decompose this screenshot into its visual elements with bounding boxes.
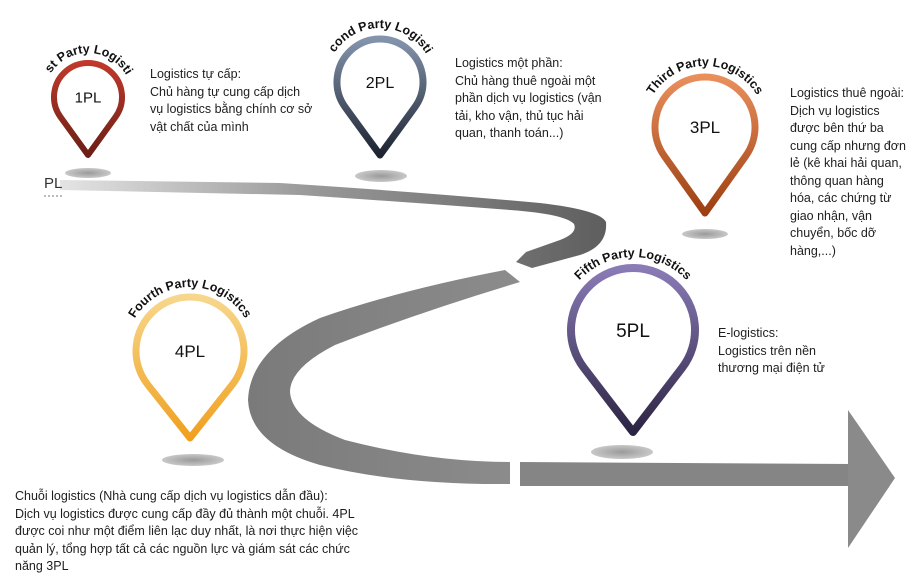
description-line: được coi như một điểm liên lạc duy nhất,… [15,524,359,538]
pin-shadow-4pl [162,454,224,466]
description-line: Dịch vụ logistics [790,103,880,118]
description-line: năng 3PL [15,559,69,573]
description-line: Logistics trên nền [718,343,816,358]
pin-marker-3pl [651,73,759,217]
description-5pl: E-logistics: Logistics trên nền thương mại… [718,325,825,378]
road-lower-segment [520,462,852,486]
pin-1pl: 1PL First Party Logistics [0,0,136,158]
pin-marker-5pl [567,264,699,436]
description-line: Chủ hàng tự cung cấp dịch [150,84,301,99]
description-line: vật chất của mình [150,119,249,134]
description-line: hóa, các chứng từ [790,191,892,205]
description-line: Chủ hàng thuê ngoài một [455,73,596,88]
pin-marker-1pl [51,60,125,158]
description-3pl: Logistics thuê ngoài: Dịch vụ logistics đư… [790,85,906,260]
pin-code-4pl: 4PL [175,342,205,361]
pin-code-5pl: 5PL [616,321,650,342]
description-line: Logistics thuê ngoài: [790,86,904,100]
pin-shadow-2pl [355,170,407,182]
description-line: quản lý, tổng hợp tất cả các nguồn lực v… [15,541,350,556]
pin-shadows [65,168,728,466]
road-upper-segment [60,180,607,268]
description-line: Logistics tự cấp: [150,67,242,81]
pin-code-2pl: 2PL [366,75,395,92]
fragment-mark [44,195,62,199]
description-line: phần dịch vụ logistics (vận [455,91,602,105]
description-line: thương mại điện tử [718,361,825,375]
description-line: Dịch vụ logistics được cung cấp đầy đủ t… [15,506,355,521]
description-line: cung cấp nhưng đơn [790,138,906,153]
pin-arc-title-1pl: First Party Logistics [0,0,136,77]
road-middle-segment [248,270,520,485]
pin-shadow-3pl [682,229,728,239]
pin-marker-4pl [132,293,248,442]
description-line: lẻ (kê khai hải quan, [790,156,902,170]
road [60,180,895,548]
pin-marker-2pl [333,35,427,159]
pin-shadow-5pl [591,445,653,459]
description-line: tải, kho vận, thủ tục hải [455,108,584,123]
description-2pl: Logistics một phần: Chủ hàng thuê ngoài m… [455,55,602,143]
description-4pl: Chuỗi logistics (Nhà cung cấp dịch vụ lo… [15,488,358,576]
description-line: Chuỗi logistics (Nhà cung cấp dịch vụ lo… [15,489,328,503]
description-line: được bên thứ ba [790,121,884,135]
description-line: thông quan hàng [790,173,884,188]
fragment-label: PL [44,175,63,192]
description-line: giao nhận, vận [790,208,873,223]
pins: 1PLFirst Party Logistics2PLSecond Party … [0,0,766,442]
pin-shadow-1pl [65,168,111,178]
description-line: hàng,...) [790,243,836,258]
road-arrowhead [848,410,895,548]
description-line: Logistics một phần: [455,56,563,70]
description-line: E-logistics: [718,326,779,340]
description-line: quan, thanh toán...) [455,126,564,140]
description-line: vụ logistics bằng chính cơ sở [150,102,313,116]
pin-code-3pl: 3PL [690,118,720,137]
description-line: chuyển, bốc dỡ [790,226,877,240]
pin-code-1pl: 1PL [75,89,102,106]
description-1pl: Logistics tự cấp: Chủ hàng tự cung cấp dị… [150,66,312,136]
